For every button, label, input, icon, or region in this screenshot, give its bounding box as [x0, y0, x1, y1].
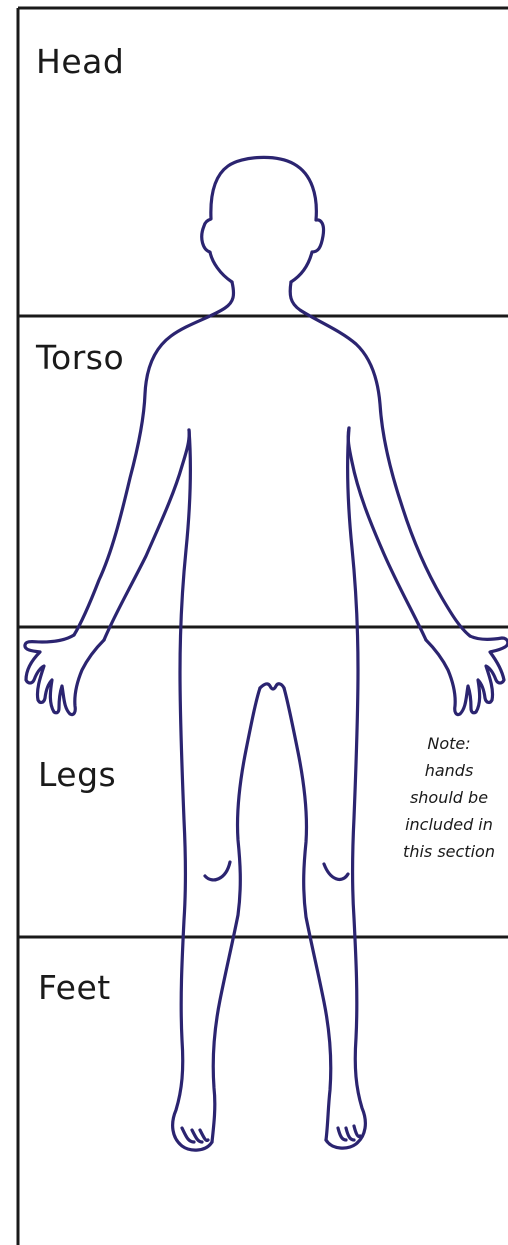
- left-toes-outline: [182, 1128, 208, 1142]
- note-line: Note:: [390, 730, 508, 757]
- right-shoulder-outline: [290, 282, 470, 636]
- left-hand-outline: [25, 635, 104, 715]
- note-line: should be: [390, 784, 508, 811]
- hands-note: Note: hands should be included in this s…: [390, 730, 508, 865]
- right-leg-inner-outline: [284, 688, 331, 1140]
- left-shoulder-outline: [74, 282, 234, 635]
- left-leg-outer-outline: [173, 430, 212, 1150]
- section-label-torso: Torso: [36, 338, 124, 377]
- note-line: hands: [390, 757, 508, 784]
- left-knee-mark: [205, 862, 230, 880]
- left-leg-inner-outline: [212, 688, 260, 1142]
- section-grid: [18, 8, 508, 1245]
- section-label-head: Head: [36, 42, 124, 81]
- right-toes-outline: [338, 1126, 360, 1140]
- right-knee-mark: [324, 864, 348, 879]
- note-line: included in: [390, 811, 508, 838]
- section-label-legs: Legs: [38, 755, 116, 794]
- crotch-outline: [260, 684, 284, 689]
- head-outline: [202, 157, 324, 282]
- right-leg-outer-outline: [326, 428, 365, 1148]
- section-label-feet: Feet: [38, 968, 111, 1007]
- note-line: this section: [390, 838, 508, 865]
- right-hand-outline: [426, 636, 508, 715]
